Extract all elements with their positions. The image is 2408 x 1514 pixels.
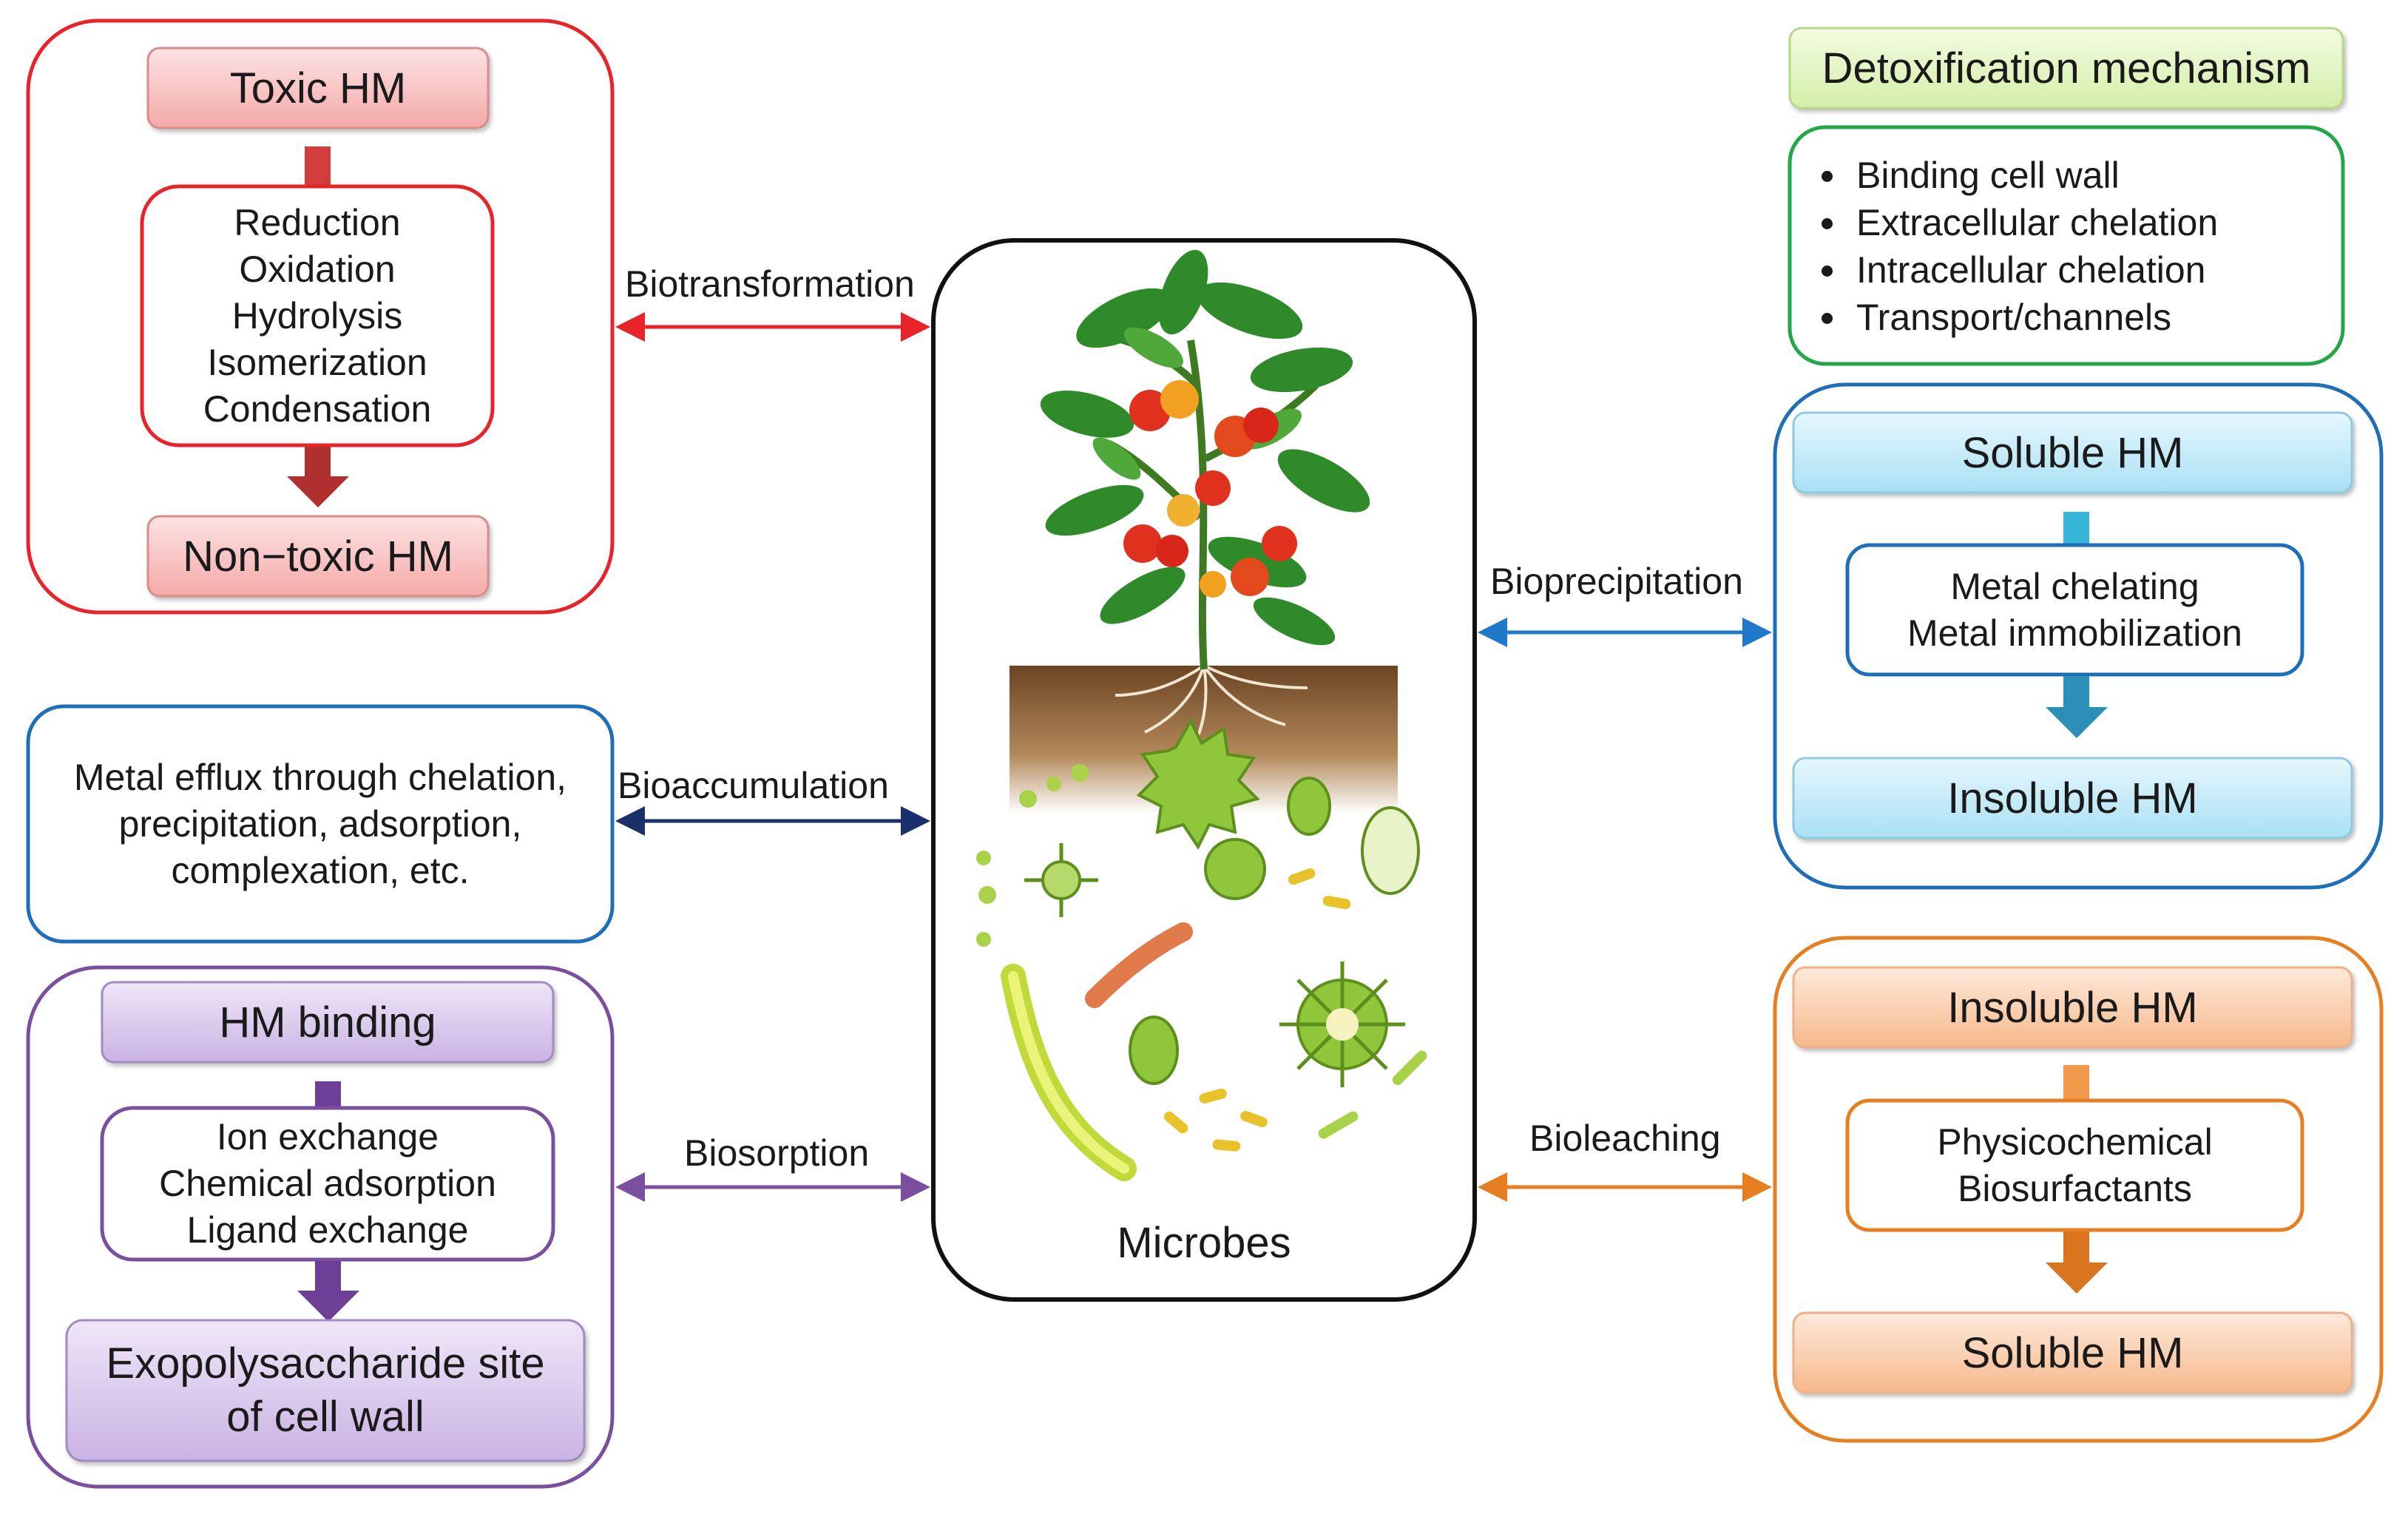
bioaccumulation-line: Metal efflux through chelation, [73,756,567,798]
bioprecipitation-group [1773,382,2384,890]
step-label: Biosurfactants [1958,1167,2192,1209]
detoxification-list: Binding cell wall Extracellular chelatio… [1790,152,2218,341]
soluble-hm-label: Soluble HM [1961,1328,2184,1377]
bioaccumulation-frame [26,704,615,944]
soluble-hm-label: Soluble HM [1961,428,2184,477]
step-label: Hydrolysis [231,294,403,337]
connector-bar [305,146,331,186]
hm-binding-box [101,981,555,1064]
step-label: Metal immobilization [1907,612,2242,654]
biotransformation-group [26,18,615,615]
down-arrow-icon [2046,1231,2108,1294]
biotransformation-steps-box [140,184,495,447]
step-label: Chemical adsorption [159,1163,496,1204]
down-arrow-icon [2046,676,2108,738]
step-label: Physicochemical [1937,1121,2213,1163]
connector-bar [2063,1065,2089,1101]
exopolysaccharide-line: of cell wall [226,1393,425,1441]
biosorption-group [26,965,615,1489]
detoxification-item: Transport/channels [1849,294,2218,341]
exopolysaccharide-box [65,1319,586,1462]
exopolysaccharide-line: Exopolysaccharide site [106,1339,545,1388]
tomato-plant-and-microbes-icon [976,249,1427,1181]
hm-binding-label: HM binding [219,998,436,1047]
bioleaching-edge-label: Bioleaching [1529,1118,1721,1159]
down-arrow-icon [287,447,349,507]
step-label: Ligand exchange [186,1209,469,1251]
bioaccumulation-line: complexation, etc. [171,849,470,891]
insoluble-hm-box [1792,757,2353,839]
biosorption-steps-box [100,1106,555,1262]
biosorption-edge-label: Biosorption [684,1132,870,1174]
down-arrow-icon [297,1261,359,1322]
biosorption-steps: Ion exchange Chemical adsorption Ligand … [102,1108,553,1260]
biotransformation-steps: Reduction Oxidation Hydrolysis Isomeriza… [142,186,493,445]
bioprecipitation-edge-label: Bioprecipitation [1490,561,1743,602]
soluble-hm-box [1792,1311,2353,1394]
bioaccumulation-text: Metal efflux through chelation, precipit… [28,706,612,942]
detoxification-list-frame [1788,125,2345,366]
bioleaching-steps-box [1845,1098,2304,1232]
non-toxic-hm-label: Non−toxic HM [183,532,453,581]
insoluble-hm-box [1792,966,2353,1049]
biotransformation-edge-label: Biotransformation [625,263,915,305]
detoxification-item: Extracellular chelation [1849,199,2218,246]
step-label: Isomerization [207,341,427,383]
bioprecipitation-steps: Metal chelating Metal immobilization [1847,545,2302,675]
toxic-hm-label: Toxic HM [229,64,407,112]
step-label: Reduction [234,201,401,243]
detoxification-title-box [1788,27,2344,109]
insoluble-hm-label: Insoluble HM [1947,983,2198,1032]
bioleaching-group [1773,936,2384,1443]
detoxification-title: Detoxification mechanism [1822,44,2311,92]
step-label: Condensation [203,388,432,430]
insoluble-hm-label: Insoluble HM [1947,774,2198,822]
microbes-label: Microbes [1117,1218,1291,1267]
bioprecipitation-steps-box [1845,543,2304,677]
connector-bar [2063,512,2089,545]
step-label: Metal chelating [1950,565,2199,607]
detoxification-item: Binding cell wall [1849,152,2218,199]
detoxification-item: Intracellular chelation [1849,246,2218,294]
bioleaching-steps: Physicochemical Biosurfactants [1847,1101,2302,1230]
step-label: Oxidation [239,248,396,290]
step-label: Ion exchange [216,1116,439,1158]
exopolysaccharide-label: Exopolysaccharide site of cell wall [67,1320,584,1461]
soluble-hm-box [1792,411,2353,494]
bioaccumulation-line: precipitation, adsorption, [118,802,522,845]
toxic-hm-box [146,47,490,129]
non-toxic-hm-box [146,515,490,598]
connector-bar [315,1081,341,1108]
bioaccumulation-edge-label: Bioaccumulation [618,765,889,806]
